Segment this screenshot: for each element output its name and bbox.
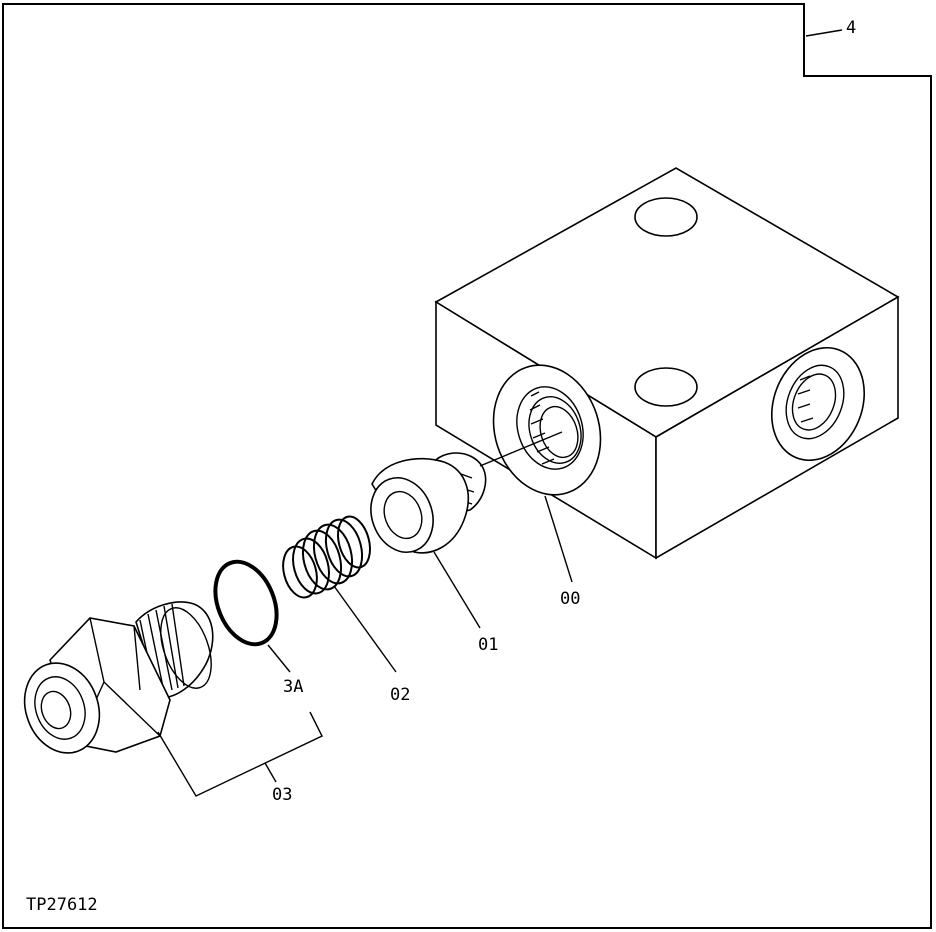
o-ring <box>213 559 279 647</box>
top-port-rear <box>634 197 698 237</box>
sheet-number-leader <box>805 29 843 37</box>
leader-poppet-axis <box>479 431 563 467</box>
front-port <box>492 364 602 496</box>
callout-spring: 02 <box>390 685 410 705</box>
spring <box>282 515 371 599</box>
side-port <box>770 346 866 462</box>
leader-spring <box>333 585 397 673</box>
leader-valve-block <box>544 495 573 583</box>
valve-block <box>434 167 900 560</box>
leader-plug-fitting <box>264 762 277 783</box>
valve-poppet <box>370 452 487 554</box>
plug-fitting <box>23 601 214 754</box>
figure-id: TP27612 <box>26 895 98 915</box>
callout-valve-block: 00 <box>560 589 580 609</box>
leader-o-ring <box>267 644 291 673</box>
page-frame <box>2 3 932 929</box>
leader-plug-fitting-bracket <box>157 711 323 797</box>
top-port-front <box>634 367 698 407</box>
callout-o-ring: 3A <box>283 677 303 697</box>
callout-plug-fitting: 03 <box>272 785 292 805</box>
callout-valve-poppet: 01 <box>478 635 498 655</box>
leader-valve-poppet <box>433 551 481 629</box>
sheet-number: 4 <box>846 18 856 38</box>
